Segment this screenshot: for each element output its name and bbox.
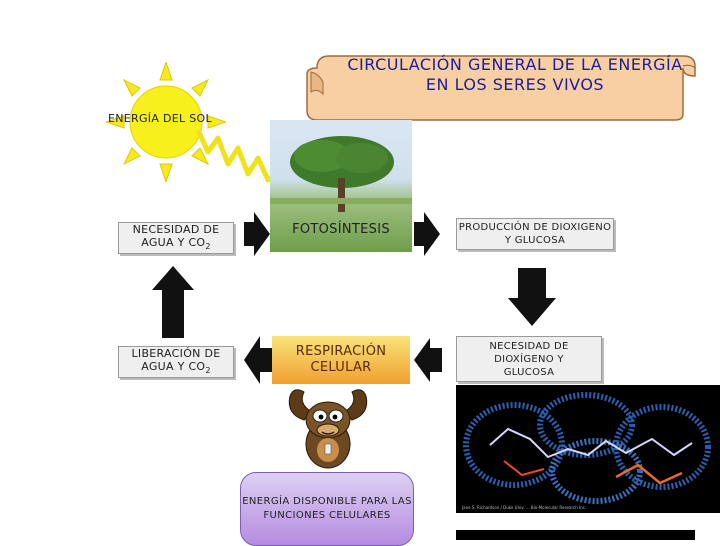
produccion-box: PRODUCCIÓN DE DIOXIGENO Y GLUCOSA	[456, 218, 614, 250]
title-scroll	[306, 55, 696, 121]
energia-disponible-box: ENERGÍA DISPONIBLE PARA LAS FUNCIONES CE…	[240, 472, 414, 546]
arrow-up	[152, 266, 194, 338]
sun-label: ENERGÍA DEL SOL	[108, 112, 212, 125]
molecule-image: Jane S. Richardson / Duke Univ. ... Bio-…	[456, 385, 720, 513]
arrow-right-2	[414, 212, 440, 256]
arrow-left-1	[414, 338, 442, 382]
page-title: CIRCULACIÓN GENERAL DE LA ENERGÍA EN LOS…	[347, 55, 683, 94]
tree-icon	[270, 136, 412, 212]
liberacion-agua-box: LIBERACIÓN DE AGUA Y CO2	[118, 346, 234, 378]
necesidad-agua-box: NECESIDAD DE AGUA Y CO2	[118, 222, 234, 254]
arrow-down	[508, 268, 556, 326]
fotosintesis-label: FOTOSÍNTESIS	[292, 222, 390, 237]
produccion-text: PRODUCCIÓN DE DIOXIGENO Y GLUCOSA	[458, 222, 612, 246]
necesidad-dioxigeno-box: NECESIDAD DE DIOXÍGENO Y GLUCOSA	[456, 336, 602, 382]
monkey-icon	[288, 389, 368, 469]
necesidad-agua-text: NECESIDAD DE AGUA Y CO2	[132, 222, 220, 252]
sun-ray-zigzag	[196, 128, 284, 183]
necesidad-dioxigeno-text: NECESIDAD DE DIOXÍGENO Y GLUCOSA	[489, 340, 569, 378]
arrow-right-1	[244, 212, 270, 256]
liberacion-agua-text: LIBERACIÓN DE AGUA Y CO2	[131, 346, 221, 376]
molecule-icon	[463, 392, 711, 504]
footer-bar	[456, 530, 695, 540]
arrow-left-2	[244, 336, 272, 384]
tree-photo	[270, 120, 412, 252]
respiracion-box: RESPIRACIÓN CELULAR	[272, 336, 410, 384]
sun-icon	[106, 62, 226, 182]
molecule-caption: Jane S. Richardson / Duke Univ. ... Bio-…	[462, 505, 587, 510]
